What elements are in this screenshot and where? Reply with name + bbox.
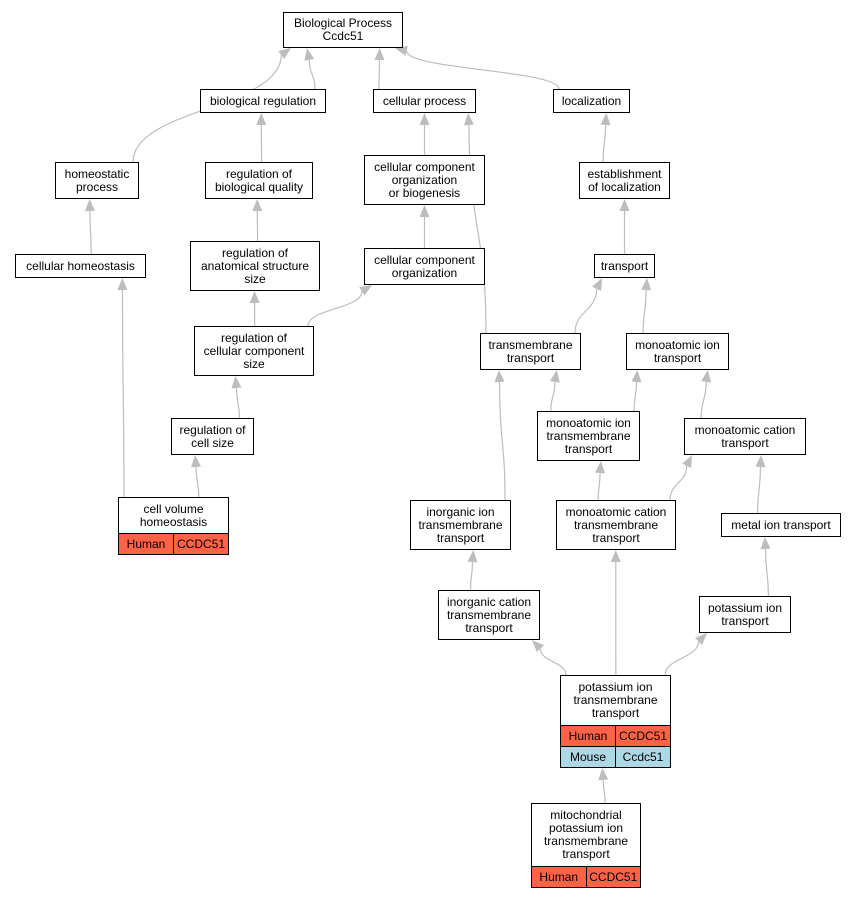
arrowhead xyxy=(231,376,242,389)
arrowhead xyxy=(598,768,609,781)
node-establishment-of-localization[interactable]: establishment of localization xyxy=(579,162,670,199)
node-regulation-of-cell-size[interactable]: regulation of cell size xyxy=(171,418,254,455)
arrowhead xyxy=(304,48,315,61)
edge-cellvol-to-regcellsize xyxy=(195,466,200,498)
node-label: mitochondrial potassium ion transmembran… xyxy=(543,808,629,861)
node-cellular-component-organization-or-biogenesis[interactable]: cellular component organization or bioge… xyxy=(364,155,485,205)
species-cell: Human xyxy=(119,534,173,554)
arrowhead xyxy=(641,278,652,291)
node-homeostatic-process[interactable]: homeostatic process xyxy=(55,162,139,199)
node-regulation-of-cellular-component-size[interactable]: regulation of cellular component size xyxy=(194,326,314,376)
node-cell-volume-homeostasis[interactable]: cell volume homeostasis Human CCDC51 xyxy=(118,497,229,555)
arrowhead xyxy=(252,199,263,212)
annotation-row-human: Human CCDC51 xyxy=(561,725,670,746)
edge-bioreg-to-root xyxy=(308,59,316,90)
node-potassium-ion-transmembrane-transport[interactable]: potassium ion transmembrane transport Hu… xyxy=(560,675,671,768)
node-potassium-ion-transport[interactable]: potassium ion transport xyxy=(699,596,791,633)
edge-pottm-to-inorgcat xyxy=(539,648,567,676)
arrowhead xyxy=(631,370,642,383)
arrowhead xyxy=(249,291,260,304)
arrowhead xyxy=(595,461,606,474)
edge-monoiontm-to-monoion xyxy=(633,381,638,412)
gene-cell: CCDC51 xyxy=(615,726,670,746)
arrowhead xyxy=(278,48,291,60)
node-transport[interactable]: transport xyxy=(594,254,655,278)
arrowhead xyxy=(191,455,202,468)
edge-pottm-to-potion xyxy=(664,641,700,676)
node-cellular-component-organization[interactable]: cellular component organization xyxy=(364,248,485,285)
species-cell: Human xyxy=(561,726,615,746)
node-monoatomic-ion-transport[interactable]: monoatomic ion transport xyxy=(626,333,729,370)
gene-cell: CCDC51 xyxy=(173,534,228,554)
node-metal-ion-transport[interactable]: metal ion transport xyxy=(721,513,841,537)
arrowhead xyxy=(600,113,611,126)
gene-cell: CCDC51 xyxy=(585,867,640,887)
node-monoatomic-cation-transport[interactable]: monoatomic cation transport xyxy=(684,418,806,455)
node-label: potassium ion transmembrane transport xyxy=(573,680,658,720)
edge-tmtrans-to-transport xyxy=(574,288,598,334)
arrowhead xyxy=(494,370,505,383)
node-biological-process[interactable]: Biological Process Ccdc51 xyxy=(283,12,403,48)
edge-regcellsize-to-regccsize xyxy=(235,387,241,419)
gene-cell: Ccdc51 xyxy=(615,747,670,767)
edge-local-to-root xyxy=(406,50,560,90)
edge-cellhomeo-to-homeoproc xyxy=(89,210,92,255)
arrowhead xyxy=(467,550,478,563)
node-inorganic-cation-transmembrane-transport[interactable]: inorganic cation transmembrane transport xyxy=(438,590,540,640)
arrowhead xyxy=(463,113,474,126)
node-mitochondrial-potassium-ion-transmembrane-transport[interactable]: mitochondrial potassium ion transmembran… xyxy=(531,803,641,888)
annotation-row-human: Human CCDC51 xyxy=(119,533,228,554)
node-regulation-of-biological-quality[interactable]: regulation of biological quality xyxy=(205,162,313,199)
edge-regccsize-to-ccorg xyxy=(307,291,363,327)
node-regulation-of-anatomical-structure-size[interactable]: regulation of anatomical structure size xyxy=(190,241,320,291)
edge-monoion-to-transport xyxy=(642,289,647,334)
edge-estab-to-local xyxy=(602,124,607,163)
arrowhead xyxy=(619,199,630,211)
arrowhead xyxy=(682,455,692,468)
arrowhead xyxy=(256,113,267,126)
species-cell: Mouse xyxy=(561,747,615,767)
edge-monocat-to-monoion xyxy=(700,381,707,419)
node-monoatomic-ion-transmembrane-transport[interactable]: monoatomic ion transmembrane transport xyxy=(537,411,640,461)
node-transmembrane-transport[interactable]: transmembrane transport xyxy=(480,333,581,370)
arrowhead xyxy=(117,278,128,291)
node-biological-regulation[interactable]: biological regulation xyxy=(200,89,326,113)
species-cell: Human xyxy=(532,867,586,887)
node-label: cell volume homeostasis xyxy=(139,501,208,529)
arrowhead xyxy=(374,48,385,61)
node-cellular-homeostasis[interactable]: cellular homeostasis xyxy=(15,254,146,278)
arrowhead xyxy=(532,640,544,653)
arrowhead xyxy=(359,285,372,296)
edge-inorgcat-to-inorgion xyxy=(469,561,474,591)
arrowhead xyxy=(419,205,430,217)
node-monoatomic-cation-transmembrane-transport[interactable]: monoatomic cation transmembrane transpor… xyxy=(556,500,676,550)
edge-cellvol-to-cellhomeo xyxy=(121,289,125,498)
arrowhead xyxy=(395,46,408,56)
annotation-row-human: Human CCDC51 xyxy=(532,866,640,887)
arrowhead xyxy=(701,370,712,383)
annotation-row-mouse: Mouse Ccdc51 xyxy=(561,746,670,767)
node-inorganic-ion-transmembrane-transport[interactable]: inorganic ion transmembrane transport xyxy=(410,500,511,550)
arrowhead xyxy=(419,113,430,125)
edge-monoiontm-to-tmtrans xyxy=(550,381,556,412)
arrowhead xyxy=(592,278,602,291)
arrowhead xyxy=(549,370,560,383)
arrowhead xyxy=(760,537,771,550)
arrowhead xyxy=(84,199,95,212)
edge-inorgion-to-tmtrans xyxy=(498,381,506,501)
edge-monocattm-to-monoiontm xyxy=(597,472,601,501)
edge-mitopot-to-pottm xyxy=(602,779,606,804)
arrowhead xyxy=(610,550,621,563)
arrowhead xyxy=(755,455,766,468)
arrowhead xyxy=(694,633,707,646)
node-cellular-process[interactable]: cellular process xyxy=(373,89,476,113)
node-localization[interactable]: localization xyxy=(553,89,630,113)
edge-metalion-to-monocat xyxy=(757,466,762,514)
edge-monocattm-to-monocat xyxy=(669,465,688,501)
edge-potion-to-metalion xyxy=(764,548,769,597)
